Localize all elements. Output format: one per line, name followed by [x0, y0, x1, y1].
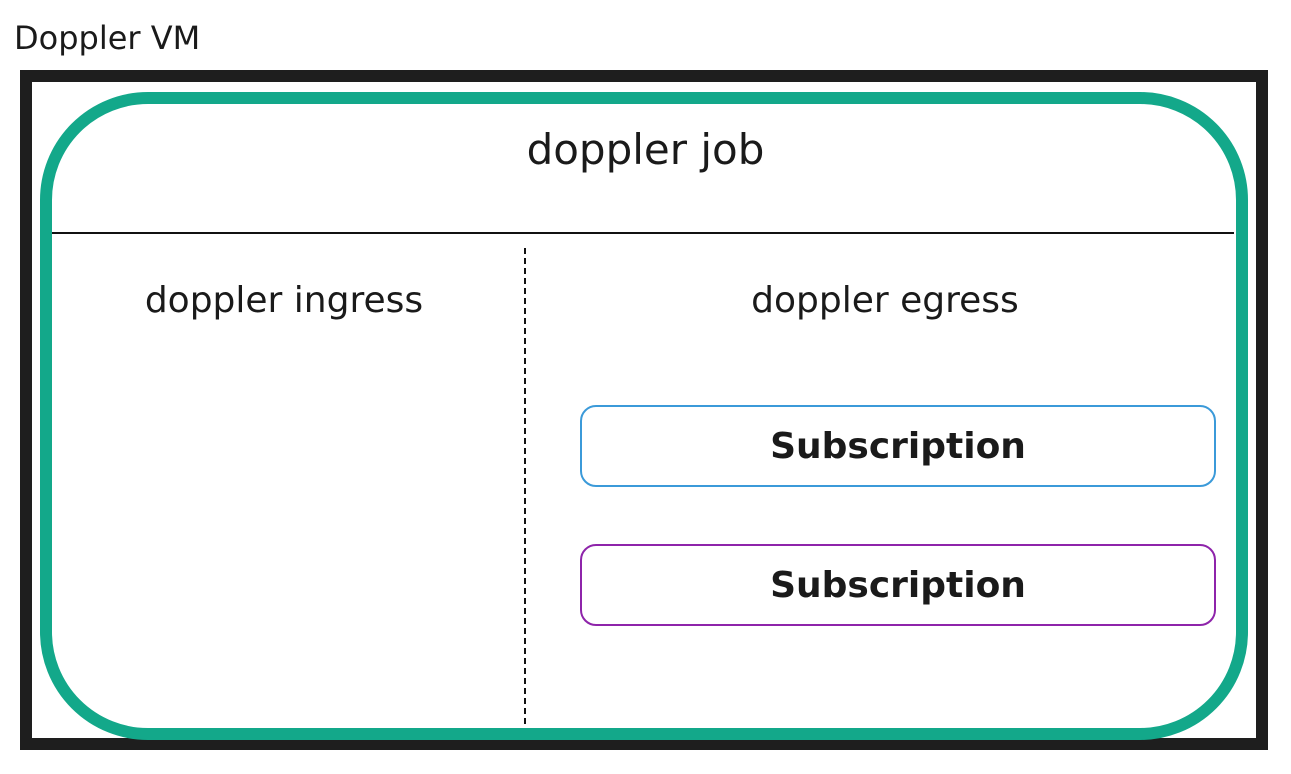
job-container	[40, 92, 1248, 740]
egress-title: doppler egress	[751, 280, 1019, 321]
subscription-box-1: Subscription	[580, 405, 1216, 487]
ingress-egress-divider	[524, 248, 526, 724]
subscription-label-2: Subscription	[770, 564, 1026, 606]
ingress-title: doppler ingress	[144, 280, 424, 321]
job-title: doppler job	[526, 125, 765, 174]
subscription-label-1: Subscription	[770, 425, 1026, 467]
vm-label: Doppler VM	[14, 19, 201, 57]
subscription-box-2: Subscription	[580, 544, 1216, 626]
job-header-divider	[52, 232, 1234, 234]
